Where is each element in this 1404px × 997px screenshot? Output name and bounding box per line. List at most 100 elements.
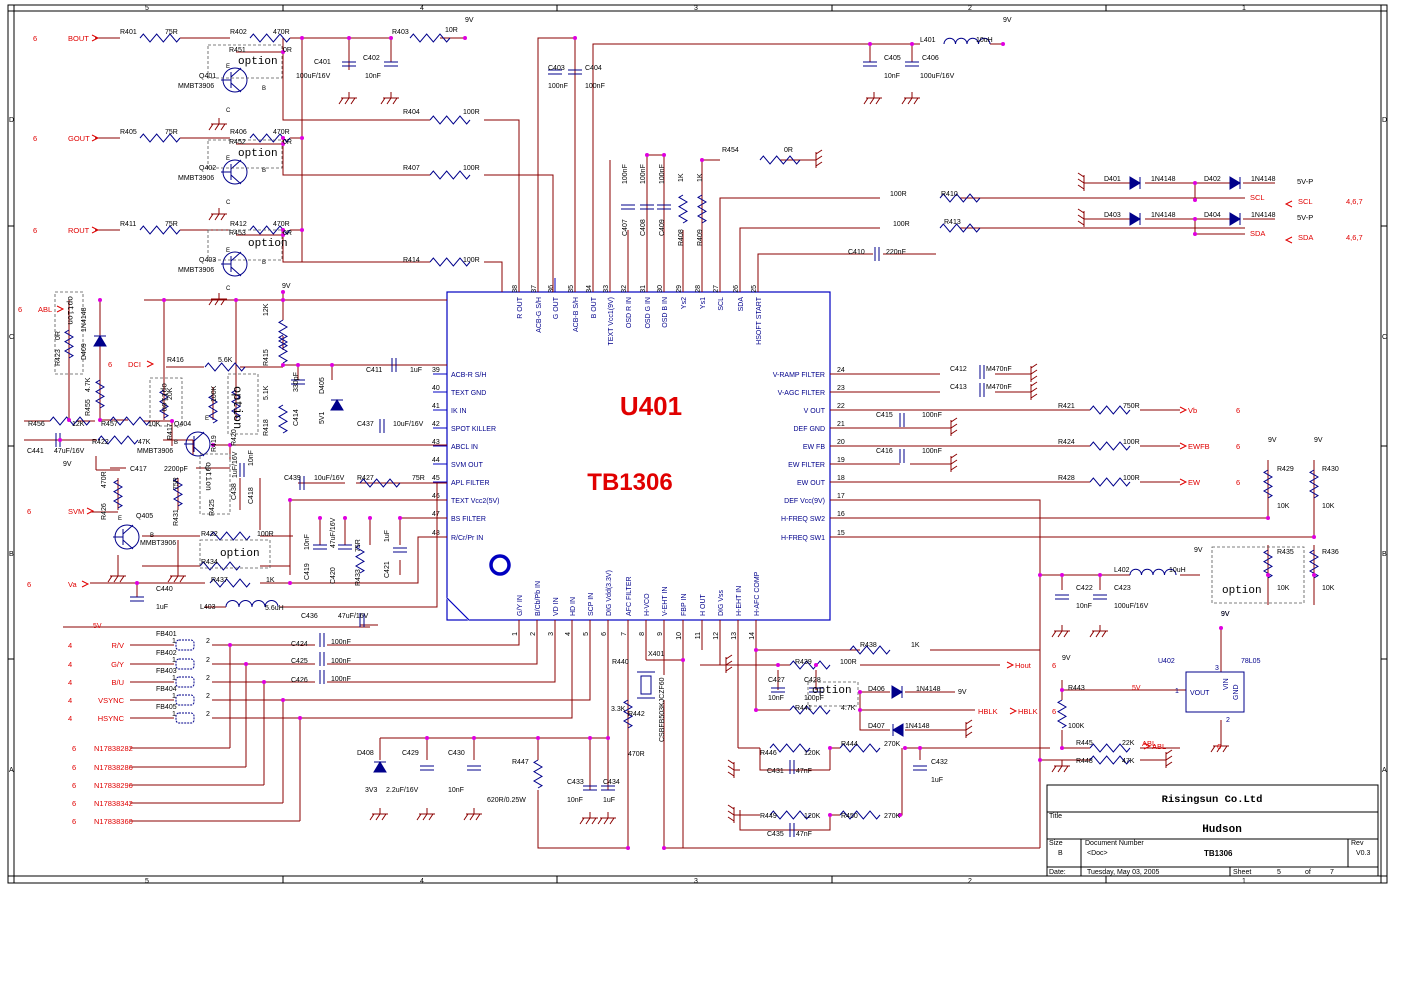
ferrite-bead-symbol: [175, 658, 195, 670]
ic-reference: U401: [620, 391, 682, 421]
transistor-pin-letter: E: [226, 156, 230, 162]
component-label: Q405: [136, 513, 153, 520]
input-sheet-ref: 4: [68, 678, 72, 687]
component-label: C412: [950, 366, 967, 373]
component-label: C426: [291, 677, 308, 684]
resistor-symbol: [199, 561, 241, 571]
ground-symbol: [380, 92, 399, 105]
component-label: L403: [200, 604, 216, 611]
junction-dot: [347, 36, 351, 40]
title-label: Title: [1049, 813, 1062, 820]
junction-dot: [425, 736, 429, 740]
regulator-pin-gnd: 2: [1226, 717, 1230, 724]
ground-symbol: [1025, 381, 1038, 400]
junction-dot: [296, 363, 300, 367]
port-name: Hout: [1015, 661, 1032, 670]
resistor-symbol: [355, 544, 365, 574]
resistor-symbol: [109, 416, 151, 426]
capacitor-symbol: [291, 379, 305, 385]
ic-pin-name: DEF GND: [794, 426, 826, 433]
junction-dot: [918, 746, 922, 750]
component-label: C409: [659, 219, 666, 236]
resistor-symbol: [139, 225, 181, 235]
bead-pin-number: 2: [206, 711, 210, 718]
component-label: MMBT3906: [178, 267, 214, 274]
docnum-value: <Doc>: [1087, 850, 1108, 857]
resistor-symbol: [839, 743, 881, 753]
border-row-label-left: D: [9, 117, 14, 124]
border-row-label-right: D: [1382, 117, 1387, 124]
component-label: 10uF/16V: [393, 421, 424, 428]
inductor-symbol: [1129, 568, 1177, 576]
ic-pin-name: G OUT: [553, 296, 560, 319]
capacitor-symbol: [467, 765, 481, 771]
component-label: 75R: [165, 221, 178, 228]
component-label: 47nF: [796, 768, 812, 775]
ic-pin-number: 12: [713, 632, 720, 640]
junction-dot: [281, 698, 285, 702]
inductor-symbol: [943, 37, 991, 45]
component-label: 47uF/16V: [54, 448, 85, 455]
component-label: 10K: [1322, 585, 1335, 592]
regulator-body: [1185, 671, 1245, 713]
ic-pin-number: 23: [837, 385, 845, 392]
company-name: Risingsun Co.Ltd: [1162, 794, 1263, 806]
junction-dot: [1193, 217, 1197, 221]
component-label: R409: [697, 229, 704, 246]
input-sheet-ref: 4: [68, 714, 72, 723]
junction-dot: [536, 736, 540, 740]
capacitor-symbol: [621, 204, 635, 210]
ic-pin-name: V-EHT IN: [662, 587, 669, 616]
resistor-symbol: [1089, 405, 1131, 415]
component-label: R450: [841, 813, 858, 820]
port-sheet-ref: 6: [1236, 478, 1240, 487]
component-label: C417: [130, 466, 147, 473]
component-label: 1N4148: [905, 723, 930, 730]
ground-symbol: [727, 759, 740, 778]
component-label: R407: [403, 165, 420, 172]
component-label: D404: [1204, 212, 1221, 219]
component-label: 100nF: [640, 164, 647, 184]
ic-pin-number: 21: [837, 421, 845, 428]
component-label: R447: [512, 759, 529, 766]
ic-pin-number: 7: [621, 632, 628, 636]
resistor-symbol: [139, 133, 181, 143]
resistor-symbol: [249, 133, 291, 143]
junction-dot: [1060, 573, 1064, 577]
component-label: 1N4148: [81, 307, 88, 332]
capacitor-symbol: [905, 61, 919, 67]
resistor-symbol: [789, 660, 831, 670]
input-name: VSYNC: [98, 696, 124, 705]
component-label: 100R: [463, 109, 480, 116]
component-label: C406: [922, 55, 939, 62]
ic-pin-name: ACB-R S/H: [451, 372, 486, 379]
resistor-symbol: [95, 379, 105, 409]
transistor-leads: [113, 524, 134, 550]
bead-pin-number: 1: [172, 657, 176, 664]
component-label: R430: [1322, 466, 1339, 473]
component-label: 3V3: [365, 787, 378, 794]
date-value: Tuesday, May 03, 2005: [1087, 869, 1159, 876]
capacitor-symbol: [299, 476, 305, 490]
transistor-pin-letter: E: [118, 516, 122, 522]
diode-symbol: [93, 335, 107, 347]
component-label: 4.7K: [841, 705, 856, 712]
capacitor-symbol: [863, 61, 877, 67]
port-arrow: [1179, 406, 1188, 414]
component-label: 9V: [1194, 547, 1203, 554]
component-label: C432: [931, 759, 948, 766]
capacitor-symbol: [568, 69, 582, 75]
component-label: C413: [950, 384, 967, 391]
ic-pin-name: TEXT GND: [451, 390, 486, 397]
border-col-label-top: 1: [1242, 5, 1246, 12]
port-sheet-ref: 6: [33, 134, 37, 143]
junction-dot: [343, 516, 347, 520]
capacitor-symbol: [342, 61, 356, 67]
ic-pin-name: ABCL IN: [451, 444, 478, 451]
ic-pin-number: 8: [639, 632, 646, 636]
component-label: Q402: [199, 165, 216, 172]
component-label: C433: [567, 779, 584, 786]
ic-pin-number: 26: [733, 285, 740, 293]
junction-dot: [1060, 746, 1064, 750]
port-name: SDA: [1298, 233, 1313, 242]
